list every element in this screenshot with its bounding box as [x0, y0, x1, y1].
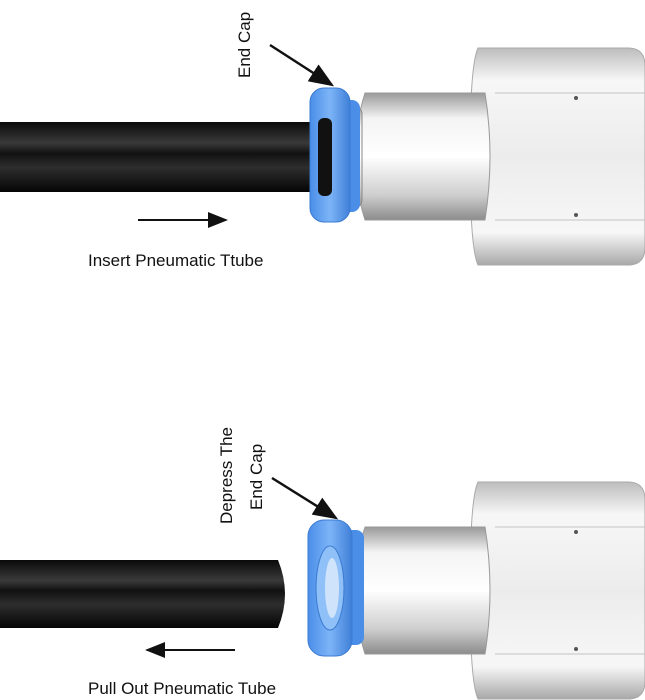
depress-label-line2: End Cap	[247, 444, 266, 510]
top-fitting	[339, 47, 645, 266]
bottom-illustration: Depress The End Cap Pull Out Pneumatic T…	[0, 427, 645, 700]
bottom-pneumatic-tube	[0, 560, 285, 628]
bottom-end-cap	[307, 519, 364, 657]
depress-label-line1: Depress The	[217, 427, 236, 524]
insert-caption: Insert Pneumatic Ttube	[88, 251, 263, 270]
end-cap-label: End Cap	[235, 12, 254, 78]
top-end-cap	[309, 87, 360, 223]
top-pneumatic-tube	[0, 122, 335, 192]
bottom-fitting	[339, 481, 645, 700]
top-illustration: End Cap Insert Pneumatic Ttube	[0, 12, 645, 270]
depress-callout-arrow	[271, 476, 339, 520]
end-cap-callout-arrow	[269, 43, 335, 87]
pull-caption: Pull Out Pneumatic Tube	[88, 679, 276, 698]
